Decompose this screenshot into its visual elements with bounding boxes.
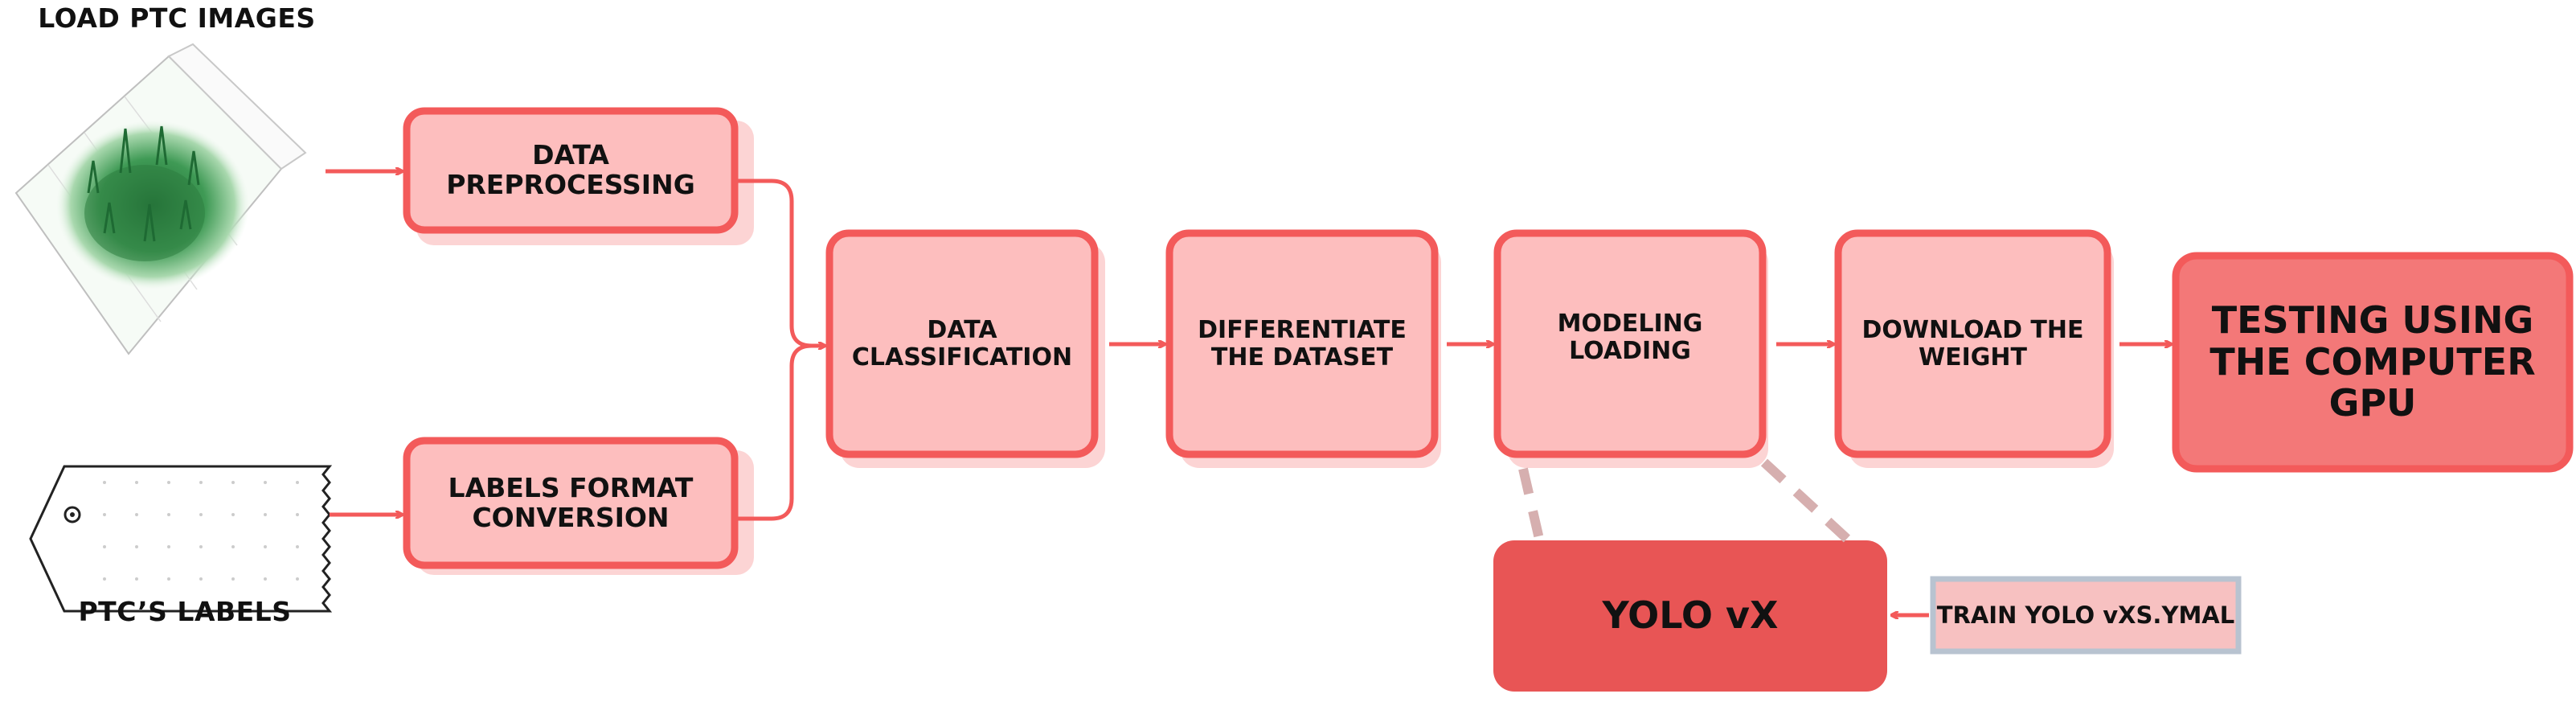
box-data-classification xyxy=(825,229,1099,458)
ptc-image-plot xyxy=(14,43,307,355)
connector-conversion-to-classification xyxy=(735,343,813,521)
data-preprocessing-text: DATA PREPROCESSING xyxy=(446,139,695,200)
box-download-weight xyxy=(1834,229,2111,458)
dashed-links xyxy=(1518,458,1851,543)
process-boxes xyxy=(403,107,2574,569)
tag-outline xyxy=(29,465,333,613)
box-labels-format-conversion xyxy=(403,437,739,569)
tag-hole-icon xyxy=(63,506,81,523)
tag-dots xyxy=(103,481,299,581)
box-data-preprocessing xyxy=(403,107,739,234)
plot-peaks xyxy=(84,165,205,261)
arrows xyxy=(326,171,2171,615)
box-testing-gpu xyxy=(2172,252,2574,473)
train-config-text: TRAIN YOLO vXS.YMAL xyxy=(1936,601,2235,629)
box-train-config xyxy=(1930,576,2242,655)
ptc-label-tag xyxy=(29,465,333,613)
yolo-model-text: YOLO vX xyxy=(1602,593,1779,638)
data-classification-text: DATA CLASSIFICATION xyxy=(851,315,1073,372)
download-weight-text: DOWNLOAD THE WEIGHT xyxy=(1861,315,2084,372)
plot-spikes xyxy=(87,125,200,242)
plot-back-wall xyxy=(167,43,307,170)
box-modeling-loading xyxy=(1493,229,1767,458)
differentiate-dataset-text: DIFFERENTIATE THE DATASET xyxy=(1198,315,1407,372)
labels-format-conversion-text: LABELS FORMAT CONVERSION xyxy=(448,471,694,533)
load-ptc-images-label: LOAD PTC IMAGES xyxy=(38,2,316,34)
box-differentiate-dataset xyxy=(1165,229,1439,458)
box-yolo-model xyxy=(1493,540,1887,692)
connector-preprocessing-to-classification xyxy=(735,179,825,346)
testing-gpu-text: TESTING USING THE COMPUTER GPU xyxy=(2209,298,2536,425)
modeling-loading-text: MODELING LOADING xyxy=(1557,310,1703,365)
ptc-labels-label: PTC’S LABELS xyxy=(78,595,292,627)
